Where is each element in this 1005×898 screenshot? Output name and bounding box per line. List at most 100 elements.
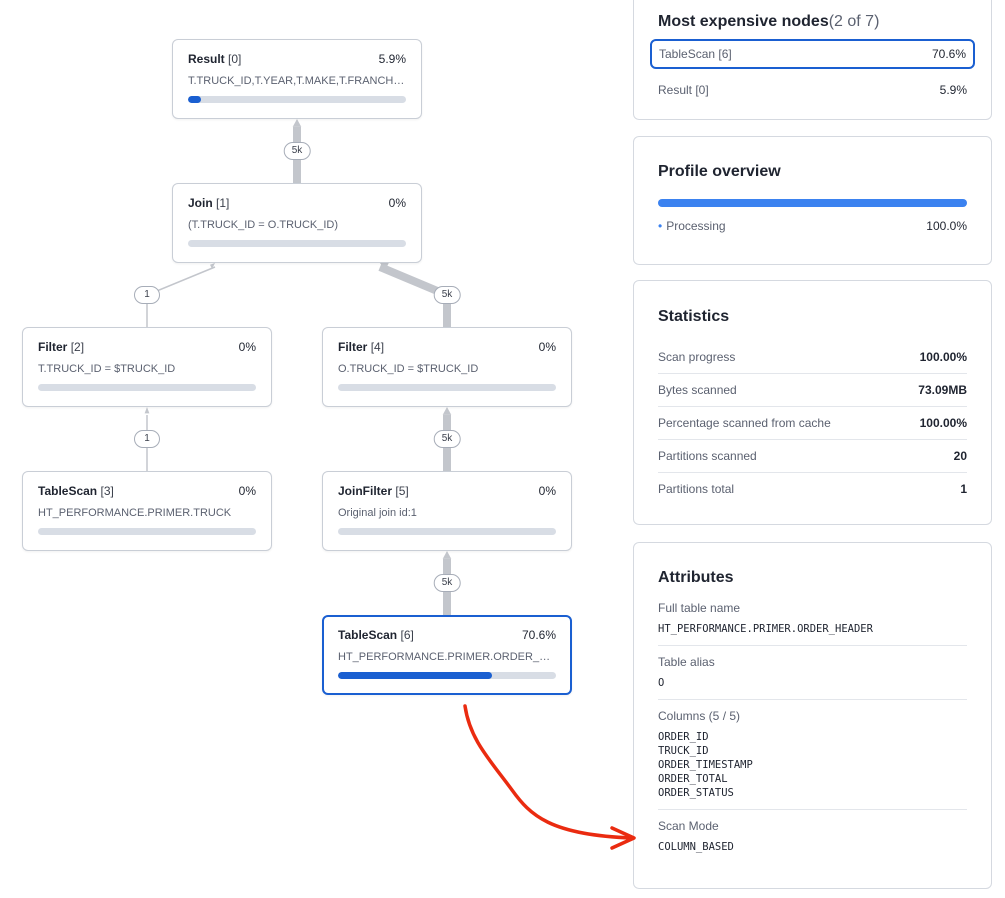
expensive-node-value: 70.6% (931, 47, 966, 61)
query-profile-graph[interactable]: Result [0] 5.9% T.TRUCK_ID,T.YEAR,T.MAKE,T… (0, 0, 620, 898)
profile-overview-title: Profile overview (658, 163, 781, 180)
graph-node-tablescan-6[interactable]: TableScan [6] 70.6% HT_PERFORMANCE.PRIMER.… (322, 615, 572, 695)
statistics-panel: Statistics Scan progress 100.00% Bytes sca… (633, 280, 992, 525)
expensive-nodes-list: TableScan [6]70.6% Result [0] 5.9% (650, 39, 975, 105)
node-index: [4] (370, 340, 385, 354)
node-percent: 0% (538, 340, 556, 354)
node-name: Filter (338, 340, 368, 354)
node-title: Result [0] (188, 52, 241, 66)
edge-row-count: 5k (283, 142, 311, 160)
node-percent: 0% (538, 484, 556, 498)
attribute-value: ORDER_ID TRUCK_ID ORDER_TIMESTAMP ORDER_… (658, 731, 753, 799)
node-progress-bar (38, 384, 256, 391)
graph-node-join-1[interactable]: Join [1] 0% (T.TRUCK_ID = O.TRUCK_ID) (172, 183, 422, 263)
attribute-value: HT_PERFORMANCE.PRIMER.ORDER_HEADER (658, 623, 873, 635)
node-percent: 0% (388, 196, 406, 210)
most-expensive-nodes-title: Most expensive nodes(2 of 7) (658, 13, 967, 31)
node-name: Result (188, 52, 225, 66)
node-name: TableScan (38, 484, 98, 498)
node-title: TableScan [6] (338, 628, 414, 642)
expensive-node-item[interactable]: TableScan [6]70.6% (650, 39, 975, 69)
most-expensive-nodes-count: (2 of 7) (828, 13, 880, 30)
node-header: Result [0] 5.9% (188, 52, 406, 66)
statistic-row: Scan progress 100.00% (658, 341, 967, 374)
statistics-title: Statistics (658, 308, 730, 325)
expensive-node-item[interactable]: Result [0] 5.9% (650, 75, 975, 105)
expensive-node-label: Result [0] (658, 83, 709, 97)
node-name: TableScan (338, 628, 398, 642)
node-title: Filter [4] (338, 340, 384, 354)
node-detail: Original join id:1 (338, 507, 417, 519)
graph-edge-arrowhead (442, 551, 452, 559)
attribute-item: Columns (5 / 5) ORDER_ID TRUCK_ID ORDER_T… (658, 709, 967, 810)
attribute-label: Table alias (658, 655, 715, 669)
node-index: [0] (228, 52, 242, 66)
node-detail: (T.TRUCK_ID = O.TRUCK_ID) (188, 219, 339, 231)
statistic-label: Percentage scanned from cache (658, 416, 831, 430)
profile-legend-processing: •Processing 100.0% (658, 219, 967, 233)
profile-overview-bar (658, 199, 967, 207)
processing-value: 100.0% (926, 219, 967, 233)
node-header: Filter [4] 0% (338, 340, 556, 354)
graph-node-filter-4[interactable]: Filter [4]0%O.TRUCK_ID = $TRUCK_ID (322, 327, 572, 407)
graph-node-joinfilter-5[interactable]: JoinFilter [5] 0% Original join id:1 (322, 471, 572, 551)
profile-legend-label: •Processing (658, 219, 726, 233)
node-header: JoinFilter [5] 0% (338, 484, 556, 498)
node-percent: 70.6% (521, 628, 556, 642)
edge-row-count: 1 (134, 286, 160, 304)
processing-dot-icon: • (658, 219, 663, 233)
statistic-row: Partitions total 1 (658, 473, 967, 505)
node-progress-bar (188, 240, 406, 247)
node-index: [2] (70, 340, 85, 354)
graph-node-tablescan-3[interactable]: TableScan [3]0%HT_PERFORMANCE.PRIMER.TRU… (22, 471, 272, 551)
node-percent: 0% (238, 340, 256, 354)
attributes-title: Attributes (658, 569, 734, 586)
graph-node-filter-2[interactable]: Filter [2] 0% T.TRUCK_ID = $TRUCK_ID (22, 327, 272, 407)
most-expensive-nodes-heading: Most expensive nodes (658, 13, 829, 30)
attribute-label: Scan Mode (658, 819, 719, 833)
node-progress-bar (338, 528, 556, 535)
node-name: Join (188, 196, 213, 210)
attribute-label: Full table name (658, 601, 741, 615)
graph-edge-arrowhead (442, 407, 452, 415)
node-percent: 5.9% (378, 52, 406, 66)
node-name: JoinFilter (338, 484, 393, 498)
node-detail: HT_PERFORMANCE.PRIMER.ORDER_HEADER (338, 651, 556, 663)
node-progress-bar (38, 528, 256, 535)
statistic-label: Partitions total (658, 482, 735, 496)
statistic-label: Partitions scanned (658, 449, 757, 463)
statistic-label: Scan progress (658, 350, 736, 364)
edge-row-count: 5k (433, 574, 461, 592)
node-detail: T.TRUCK_ID = $TRUCK_ID (38, 363, 176, 375)
node-progress-bar (188, 96, 406, 103)
node-header: TableScan [6] 70.6% (338, 628, 556, 642)
node-title: Join [1] (188, 196, 229, 210)
statistic-value: 1 (960, 482, 967, 496)
edge-row-count: 5k (433, 430, 461, 448)
graph-edges (144, 119, 452, 615)
node-index: [6] (400, 628, 414, 642)
statistic-value: 100.00% (919, 350, 967, 364)
node-detail: T.TRUCK_ID,T.YEAR,T.MAKE,T.FRANCHISE_ID (188, 75, 406, 87)
node-title: Filter [2] (38, 340, 84, 354)
node-title: TableScan [3] (38, 484, 114, 498)
graph-edge-arrowhead (380, 262, 389, 271)
edge-row-count: 5k (433, 286, 461, 304)
expensive-node-value: 5.9% (939, 83, 967, 97)
most-expensive-nodes-panel: Most expensive nodes(2 of 7) TableScan [… (633, 0, 992, 120)
node-progress-bar (338, 672, 556, 679)
attribute-label: Columns (5 / 5) (658, 709, 741, 723)
graph-edge-arrowhead (144, 407, 150, 414)
attribute-value: O (658, 677, 665, 689)
graph-edge-arrowhead (210, 263, 215, 270)
node-title: JoinFilter [5] (338, 484, 409, 498)
node-header: Filter [2] 0% (38, 340, 256, 354)
graph-node-result-0[interactable]: Result [0] 5.9% T.TRUCK_ID,T.YEAR,T.MAKE,T… (172, 39, 422, 119)
